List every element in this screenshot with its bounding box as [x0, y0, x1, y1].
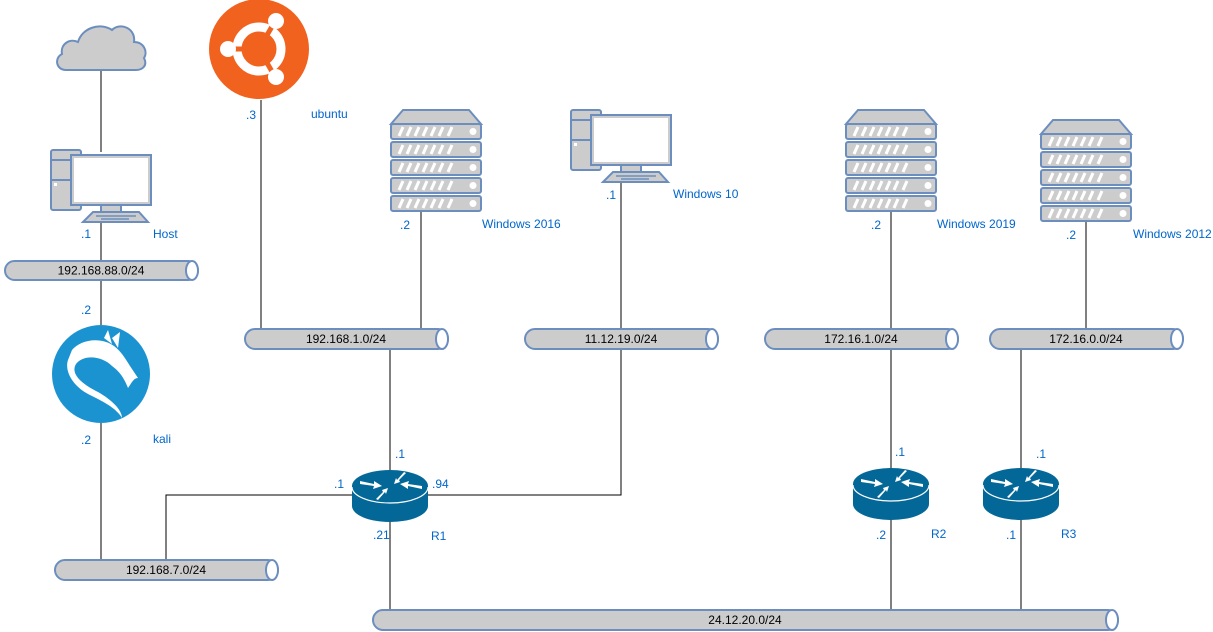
r1-ip-bottom-label: .21 [373, 528, 390, 542]
wire-r1-net7 [165, 494, 352, 560]
host-desktop-icon[interactable] [50, 149, 152, 223]
router-r2-icon[interactable] [852, 467, 930, 521]
win2019-server-icon[interactable] [846, 110, 936, 211]
r1-ip-right-label: .94 [432, 477, 449, 491]
segment-label: 172.16.0.0/24 [1049, 332, 1123, 346]
kali-logo-icon[interactable] [52, 325, 150, 423]
segment-24-12-20[interactable]: 24.12.20.0/24 [372, 609, 1119, 631]
wire-net19-r1 [428, 349, 622, 496]
segment-label: 11.12.19.0/24 [585, 332, 658, 346]
router-r1-icon[interactable] [351, 469, 429, 523]
segment-label: 192.168.1.0/24 [306, 332, 386, 346]
r1-name-label: R1 [431, 529, 447, 543]
r1-ip-left-label: .1 [334, 477, 344, 491]
kali-ip-lower-label: .2 [81, 433, 91, 447]
segment-172-16-0[interactable]: 172.16.0.0/24 [989, 328, 1184, 350]
win2016-server-icon[interactable] [391, 110, 481, 211]
ubuntu-name-label: ubuntu [311, 107, 348, 121]
r2-ip-top-label: .1 [895, 445, 905, 459]
r1-ip-top-label: .1 [395, 447, 405, 461]
win2012-ip-label: .2 [1066, 228, 1076, 242]
router-r3-icon[interactable] [982, 467, 1060, 521]
win2016-ip-label: .2 [400, 218, 410, 232]
win10-desktop-icon[interactable] [570, 109, 672, 183]
r3-ip-top-label: .1 [1036, 447, 1046, 461]
ubuntu-ip-label: .3 [246, 108, 256, 122]
segment-192-168-88[interactable]: 192.168.88.0/24 [4, 260, 199, 281]
win2019-name-label: Windows 2019 [937, 217, 1016, 231]
kali-name-label: kali [153, 432, 171, 446]
cloud-icon[interactable] [56, 25, 147, 71]
host-name-label: Host [153, 227, 178, 241]
r2-ip-bottom-label: .2 [876, 528, 886, 542]
wires [100, 70, 1087, 610]
segment-192-168-7[interactable]: 192.168.7.0/24 [54, 559, 279, 581]
r3-name-label: R3 [1061, 527, 1077, 541]
segment-label: 192.168.7.0/24 [126, 563, 206, 577]
win10-name-label: Windows 10 [673, 187, 739, 201]
segment-label: 192.168.88.0/24 [58, 264, 145, 278]
r3-ip-bottom-label: .1 [1006, 528, 1016, 542]
segment-label: 24.12.20.0/24 [708, 613, 782, 627]
win2012-name-label: Windows 2012 [1133, 227, 1212, 241]
segment-11-12-19[interactable]: 11.12.19.0/24 [524, 328, 719, 350]
segment-192-168-1[interactable]: 192.168.1.0/24 [244, 328, 449, 350]
win10-ip-label: .1 [606, 188, 616, 202]
win2019-ip-label: .2 [871, 218, 881, 232]
ubuntu-logo-icon[interactable] [209, 0, 309, 99]
kali-ip-upper-label: .2 [81, 303, 91, 317]
r2-name-label: R2 [931, 527, 947, 541]
win2016-name-label: Windows 2016 [482, 217, 561, 231]
segment-172-16-1[interactable]: 172.16.1.0/24 [764, 328, 959, 350]
win2012-server-icon[interactable] [1041, 120, 1131, 221]
host-ip-label: .1 [81, 227, 91, 241]
segment-label: 172.16.1.0/24 [824, 332, 898, 346]
